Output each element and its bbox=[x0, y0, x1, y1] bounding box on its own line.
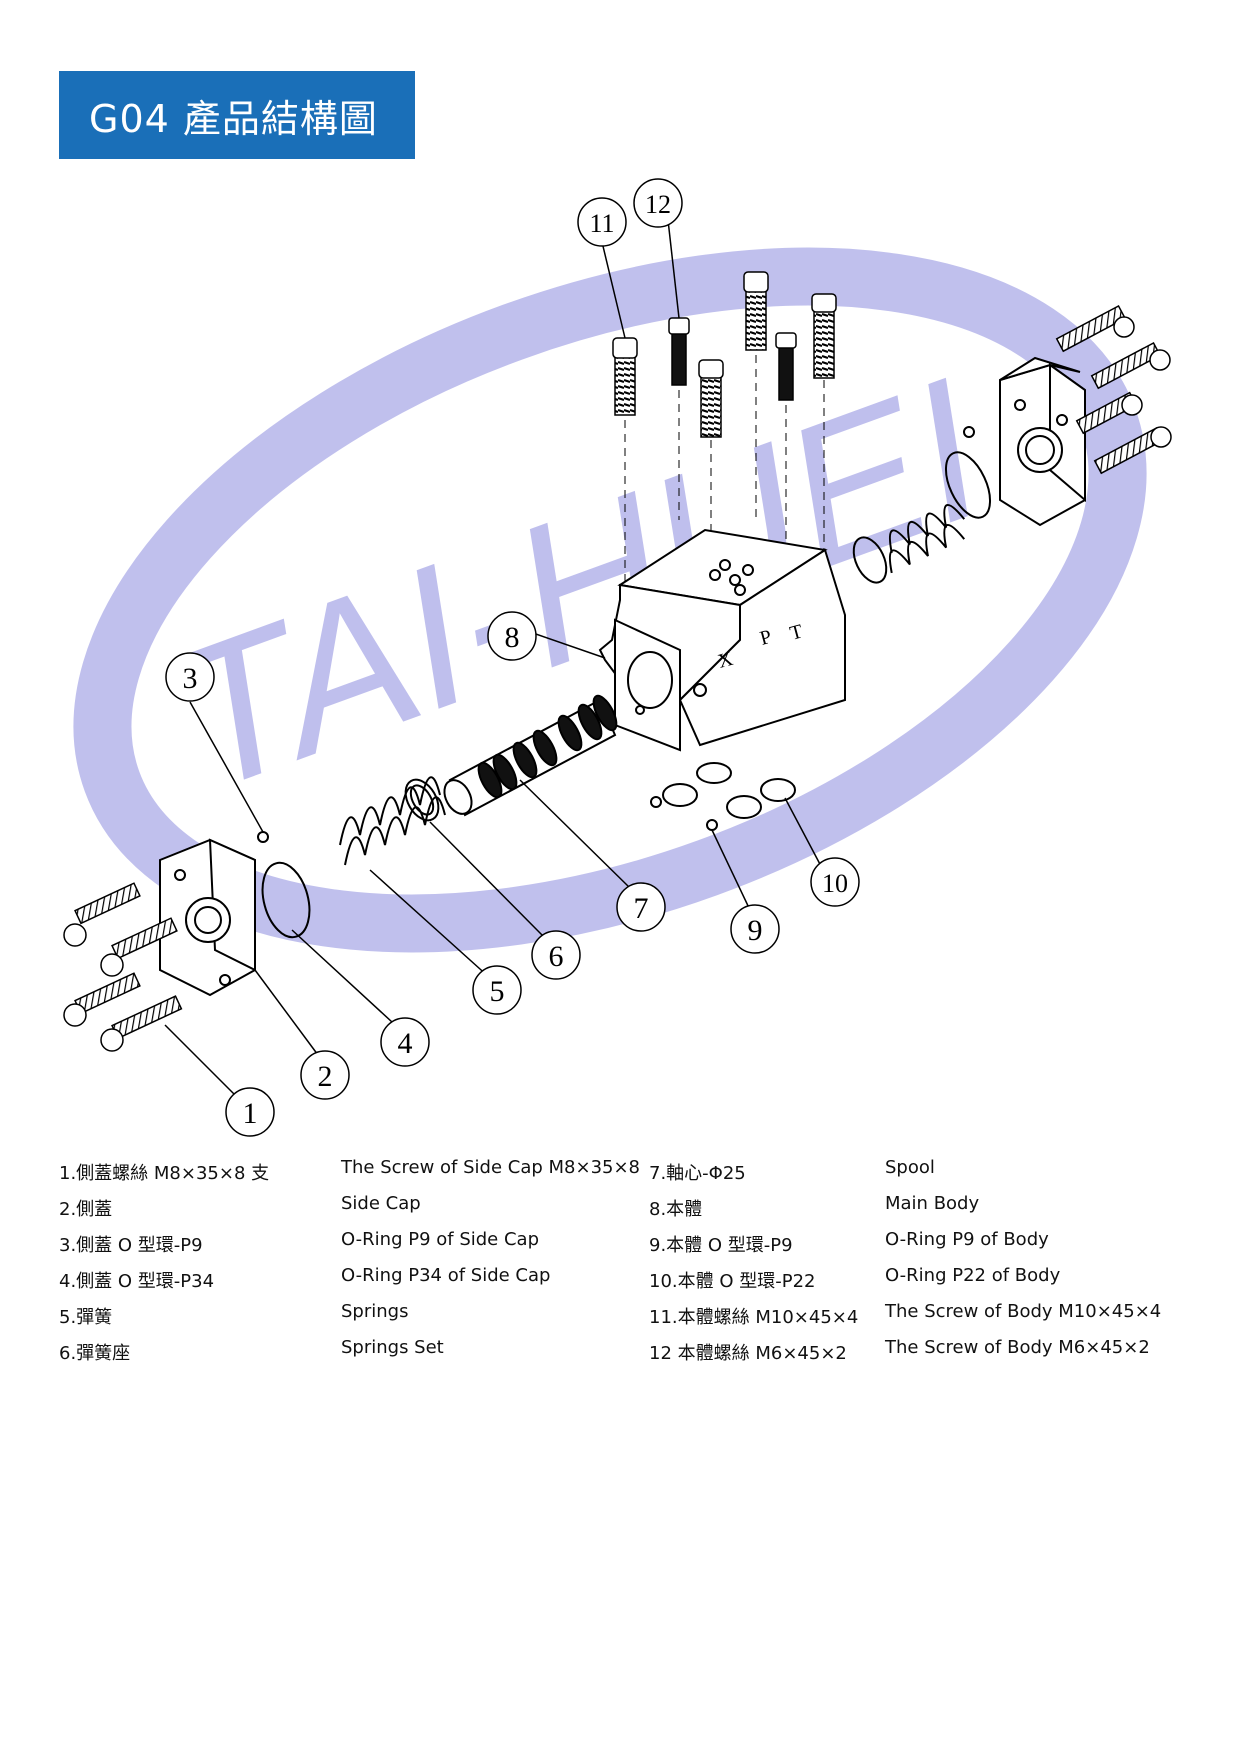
part-zh: 4.側蓋 O 型環-P34 bbox=[59, 1271, 215, 1292]
right-orings-spring bbox=[852, 426, 992, 584]
part-en: O-Ring P9 of Side Cap bbox=[341, 1229, 539, 1250]
body-orings bbox=[650, 762, 796, 831]
svg-text:2: 2 bbox=[318, 1060, 333, 1093]
part-en: O-Ring P34 of Side Cap bbox=[341, 1265, 551, 1286]
callout-10: 10 bbox=[810, 857, 860, 907]
parts-left-zh: 1.側蓋螺絲 M8×35×8 支 2.側蓋 3.側蓋 O 型環-P9 4.側蓋 … bbox=[59, 1156, 269, 1372]
exploded-diagram: TAI-HUEI bbox=[63, 178, 1172, 1137]
callout-4: 4 bbox=[380, 1017, 430, 1067]
left-orings bbox=[257, 778, 440, 939]
callout-2: 2 bbox=[300, 1050, 350, 1100]
part-zh: 3.側蓋 O 型環-P9 bbox=[59, 1235, 203, 1256]
svg-text:1: 1 bbox=[243, 1097, 258, 1130]
part-en: The Screw of Side Cap M8×35×8 bbox=[341, 1157, 641, 1178]
spool bbox=[443, 694, 618, 817]
parts-right-en: Spool Main Body O-Ring P9 of Body O-Ring… bbox=[885, 1150, 1161, 1366]
body-port-x: X bbox=[716, 648, 736, 673]
part-en: Springs bbox=[341, 1301, 409, 1322]
part-zh: 10.本體 O 型環-P22 bbox=[649, 1271, 816, 1292]
svg-text:3: 3 bbox=[183, 662, 198, 695]
parts-left-en: The Screw of Side Cap M8×35×8 Side Cap O… bbox=[341, 1150, 640, 1366]
callout-12: 12 bbox=[633, 178, 683, 228]
callout-5: 5 bbox=[472, 965, 522, 1015]
svg-text:6: 6 bbox=[549, 940, 564, 973]
part-zh: 9.本體 O 型環-P9 bbox=[649, 1235, 793, 1256]
part-en: The Screw of Body M6×45×2 bbox=[885, 1337, 1150, 1358]
body-port-p: P bbox=[758, 626, 774, 650]
left-side-cap bbox=[159, 838, 256, 997]
part-zh: 8.本體 bbox=[649, 1199, 703, 1220]
svg-text:8: 8 bbox=[505, 621, 520, 654]
part-zh: 1.側蓋螺絲 M8×35×8 支 bbox=[59, 1163, 270, 1184]
part-zh: 11.本體螺絲 M10×45×4 bbox=[649, 1307, 859, 1328]
svg-text:7: 7 bbox=[634, 892, 649, 925]
main-body: X P T bbox=[598, 528, 846, 752]
callout-3: 3 bbox=[165, 652, 215, 702]
part-en: Side Cap bbox=[341, 1193, 421, 1214]
spring bbox=[339, 776, 446, 866]
part-zh: 6.彈簧座 bbox=[59, 1343, 131, 1364]
part-en: Springs Set bbox=[341, 1337, 444, 1358]
body-screws bbox=[612, 271, 837, 438]
part-zh: 7.軸心-Φ25 bbox=[649, 1163, 746, 1184]
part-zh: 12 本體螺絲 M6×45×2 bbox=[649, 1343, 847, 1364]
part-zh: 2.側蓋 bbox=[59, 1199, 113, 1220]
svg-text:9: 9 bbox=[748, 914, 763, 947]
callout-7: 7 bbox=[616, 882, 666, 932]
part-zh: 5.彈簧 bbox=[59, 1307, 113, 1328]
right-cap-screws bbox=[1055, 304, 1172, 475]
svg-text:12: 12 bbox=[645, 190, 671, 219]
page-title: G04 產品結構圖 bbox=[89, 96, 378, 141]
svg-text:4: 4 bbox=[398, 1027, 413, 1060]
callouts: 1 2 3 4 5 6 7 8 9 10 11 12 bbox=[165, 178, 860, 1137]
part-en: The Screw of Body M10×45×4 bbox=[885, 1301, 1162, 1322]
page-title-banner: G04 產品結構圖 bbox=[59, 71, 415, 159]
left-cap-screws bbox=[63, 882, 183, 1052]
parts-right-zh: 7.軸心-Φ25 8.本體 9.本體 O 型環-P9 10.本體 O 型環-P2… bbox=[649, 1156, 858, 1372]
part-en: O-Ring P9 of Body bbox=[885, 1229, 1049, 1250]
callout-8: 8 bbox=[487, 611, 537, 661]
callout-11: 11 bbox=[577, 197, 627, 247]
part-en: O-Ring P22 of Body bbox=[885, 1265, 1061, 1286]
svg-text:11: 11 bbox=[589, 209, 614, 238]
svg-text:5: 5 bbox=[490, 975, 505, 1008]
callout-9: 9 bbox=[730, 904, 780, 954]
callout-6: 6 bbox=[531, 930, 581, 980]
part-en: Main Body bbox=[885, 1193, 980, 1214]
body-port-t: T bbox=[788, 620, 805, 644]
callout-1: 1 bbox=[225, 1087, 275, 1137]
part-en: Spool bbox=[885, 1157, 935, 1178]
svg-text:10: 10 bbox=[822, 869, 848, 898]
right-side-cap bbox=[999, 356, 1086, 527]
